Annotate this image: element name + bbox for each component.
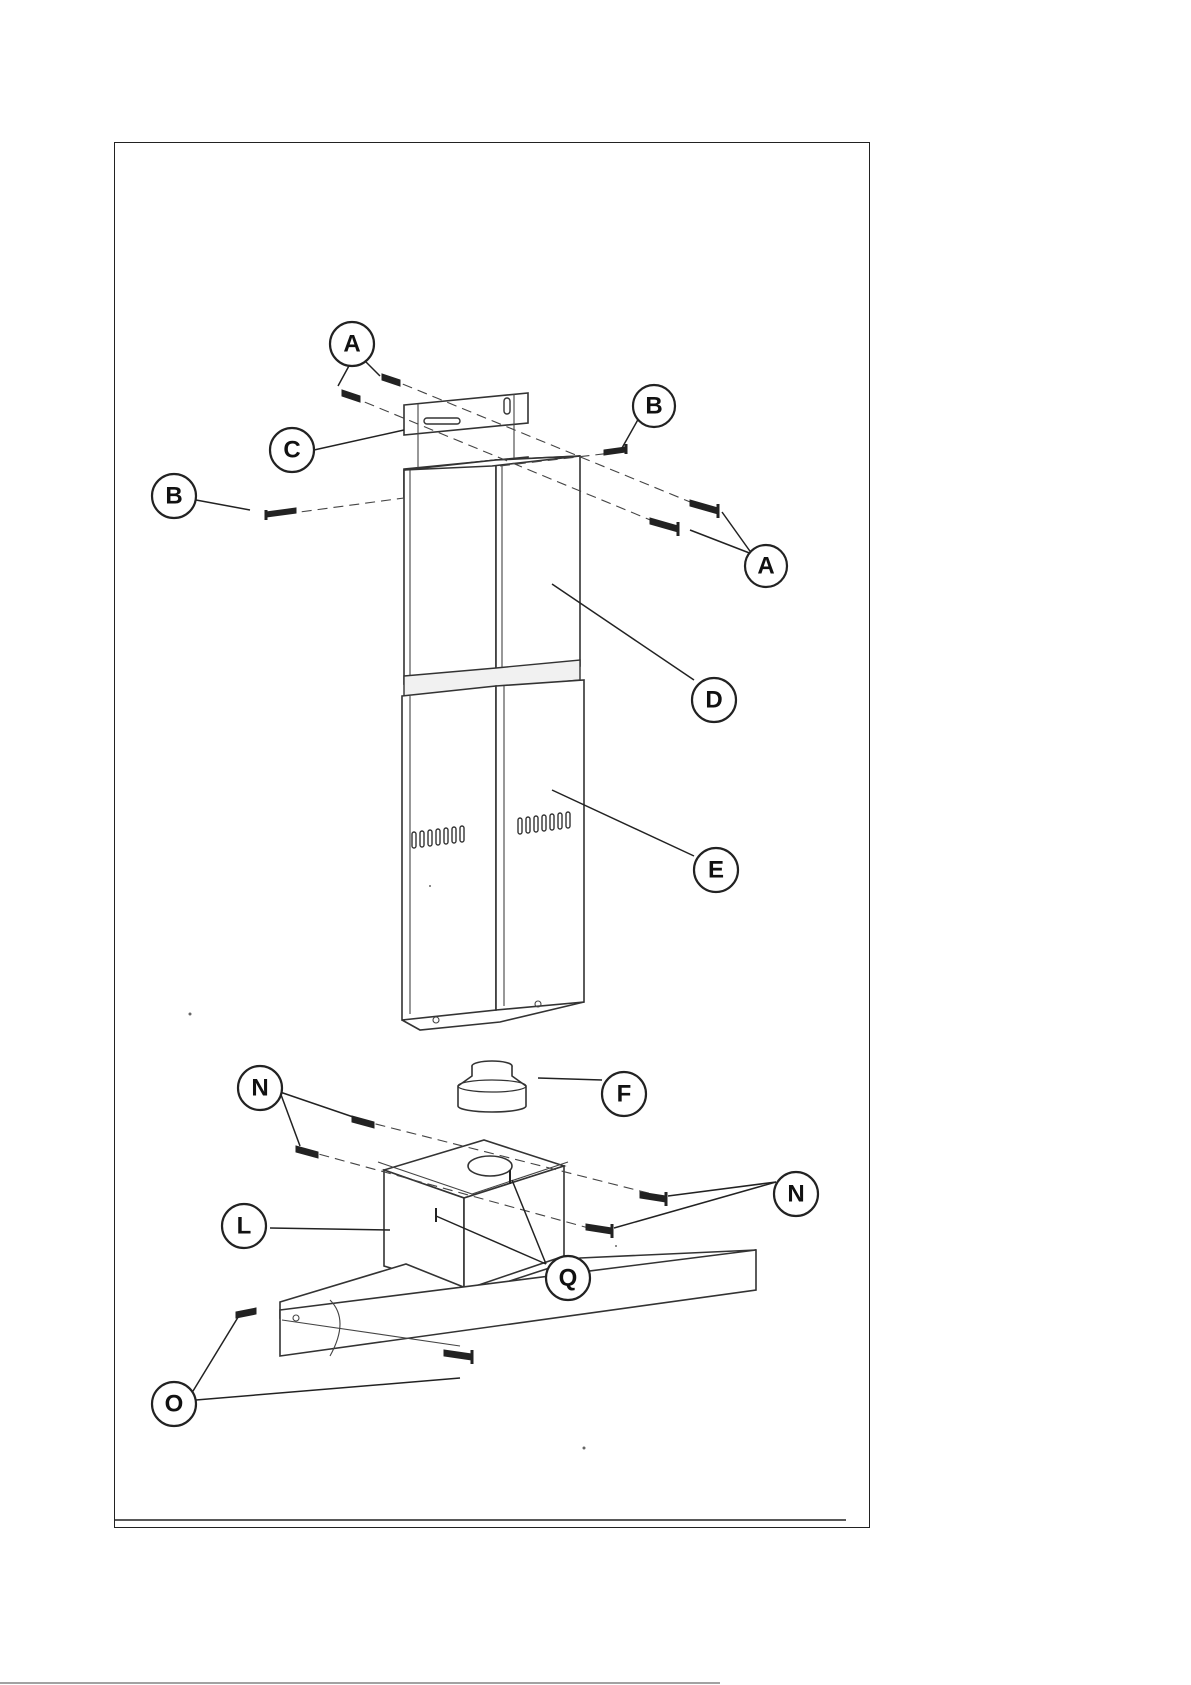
upper-chimney bbox=[404, 456, 580, 696]
callout-q: Q bbox=[546, 1256, 590, 1300]
svg-text:O: O bbox=[165, 1391, 184, 1418]
svg-text:E: E bbox=[708, 857, 724, 884]
svg-text:N: N bbox=[787, 1181, 804, 1208]
duct-reducer bbox=[458, 1061, 526, 1112]
svg-text:Q: Q bbox=[559, 1265, 578, 1292]
callout-n-left: N bbox=[238, 1066, 282, 1110]
callout-n-right: N bbox=[774, 1172, 818, 1216]
callout-e: E bbox=[694, 848, 738, 892]
lower-chimney bbox=[402, 680, 584, 1030]
callout-o: O bbox=[152, 1382, 196, 1426]
svg-text:B: B bbox=[165, 483, 182, 510]
callout-b-left: B bbox=[152, 474, 196, 518]
callout-a-right: A bbox=[745, 545, 787, 587]
callout-a-top: A bbox=[330, 322, 374, 366]
callout-l: L bbox=[222, 1204, 266, 1248]
svg-text:A: A bbox=[343, 331, 360, 358]
svg-text:B: B bbox=[645, 393, 662, 420]
callout-b-right: B bbox=[633, 385, 675, 427]
svg-text:L: L bbox=[237, 1213, 252, 1240]
svg-text:C: C bbox=[283, 437, 300, 464]
callout-d: D bbox=[692, 678, 736, 722]
svg-text:D: D bbox=[705, 687, 722, 714]
svg-text:N: N bbox=[251, 1075, 268, 1102]
callout-f: F bbox=[602, 1072, 646, 1116]
svg-text:F: F bbox=[617, 1081, 632, 1108]
callout-c: C bbox=[270, 428, 314, 472]
svg-text:A: A bbox=[757, 553, 774, 580]
